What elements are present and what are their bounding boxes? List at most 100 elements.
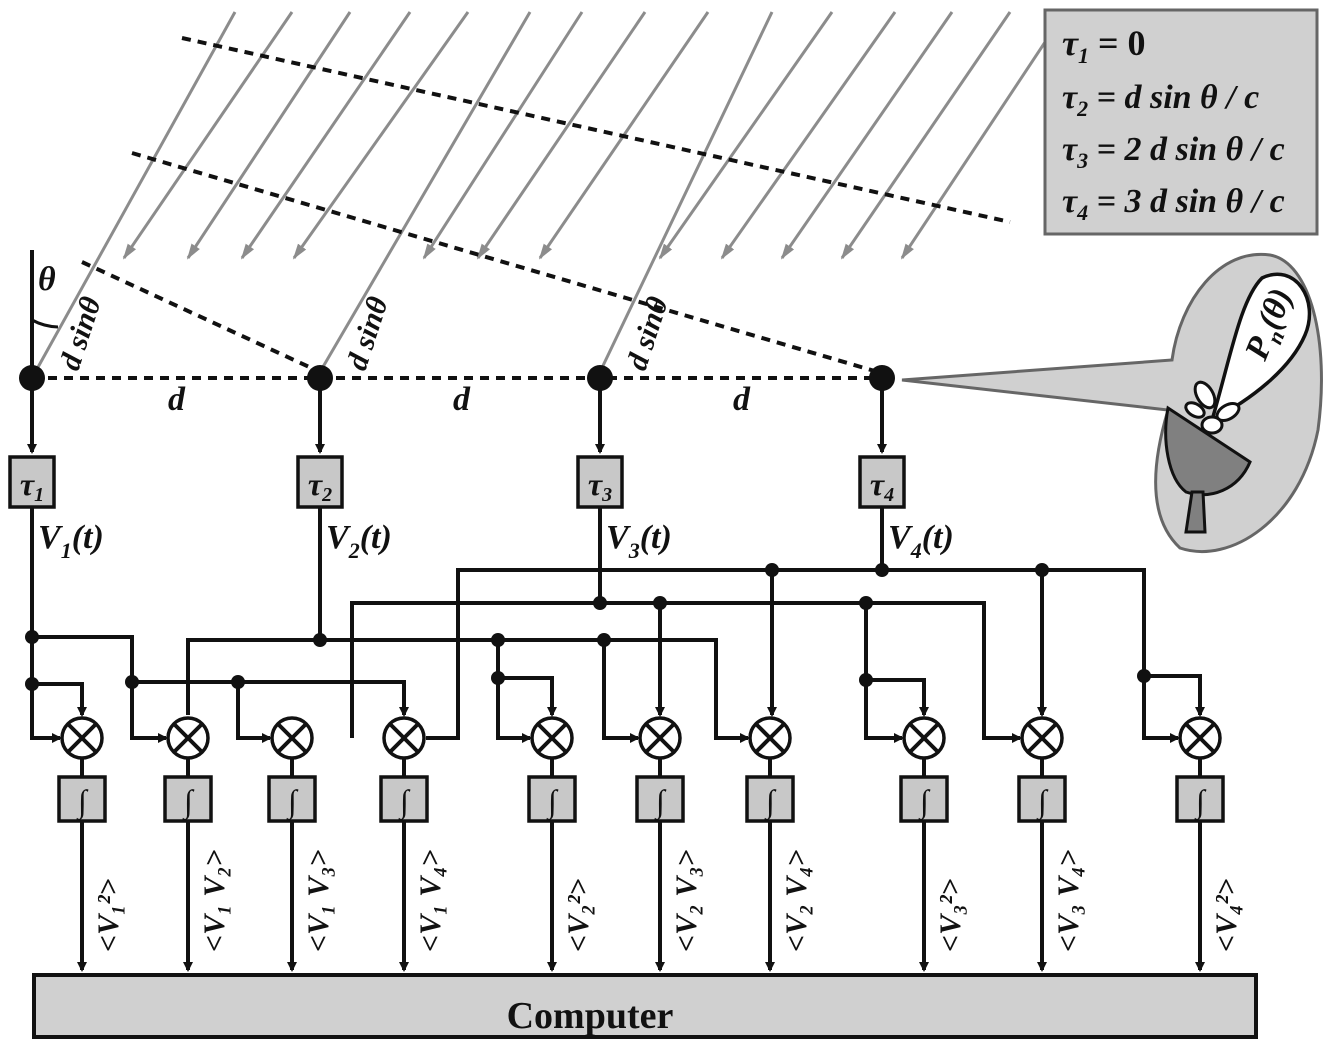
integrator-symbol-3: ∫	[286, 783, 299, 821]
v3-junction-a	[593, 596, 607, 610]
v2-junction-a	[313, 633, 327, 647]
delay-block-3	[576, 455, 624, 509]
integrator-9	[1017, 775, 1067, 823]
ray-7	[422, 11, 584, 260]
v1-junction-d	[231, 675, 245, 689]
v4-to-m10-top	[1144, 674, 1205, 717]
ray-6	[318, 11, 532, 373]
legend-line-4: τ4 = 3 d sin θ / c	[1062, 183, 1285, 225]
v1-bus	[32, 635, 409, 717]
v1-junction-c	[125, 675, 139, 689]
integrator-symbol-7: ∫	[764, 783, 777, 821]
integrator-symbol-1: ∫	[76, 783, 89, 821]
delay-label-4: τ4	[870, 466, 894, 506]
correlator-wiring	[25, 563, 1205, 743]
ray-1	[30, 11, 237, 379]
legend-line-1: τ1 = 0	[1062, 23, 1146, 68]
ray-5	[292, 11, 470, 260]
ray-3	[186, 11, 352, 260]
v2-junction-b	[491, 633, 505, 647]
integrator-symbol-2: ∫	[182, 783, 195, 821]
multiplier-9-cross-b	[1027, 723, 1057, 753]
delay-label-1: τ1	[20, 466, 44, 506]
v3-junction-d	[859, 673, 873, 687]
d-sin-theta-label-3: d sinθ	[620, 292, 675, 374]
v2-bus	[186, 638, 750, 743]
multiplier-1-cross-b	[67, 723, 97, 753]
multiplier-7-cross-b	[755, 723, 785, 753]
multiplier-4-cross-b	[389, 723, 419, 753]
correlator-units: ∫<V₁²>∫<V₁ V₂>∫<V₁ V₃>∫<V₁ V₄>∫<V₂²>∫<V₂…	[57, 716, 1243, 972]
v2-to-m6	[602, 640, 640, 743]
signal-label-3: V3(t)	[606, 519, 672, 563]
integrator-6	[635, 775, 685, 823]
ray-14	[840, 11, 1012, 260]
v4-junction-a	[765, 563, 779, 577]
ray-15	[900, 11, 1067, 260]
theta-angle: θ	[30, 250, 59, 378]
v1-junction-a	[25, 630, 39, 644]
multiplier-6-cross-b	[645, 723, 675, 753]
delay-legend: τ1 = 0 τ2 = d sin θ / c τ3 = 2 d sin θ /…	[1043, 8, 1319, 236]
signal-label-1: V1(t)	[38, 519, 104, 563]
v1-to-m1-top	[30, 637, 87, 717]
delay-label-2: τ2	[308, 466, 332, 506]
delay-label-3: τ3	[588, 466, 612, 506]
v2-junction-c	[491, 671, 505, 685]
v3-junction-b	[653, 596, 667, 610]
v4-junction-c	[1035, 563, 1049, 577]
output-label-7: <V₂ V₄>	[780, 849, 813, 952]
signal-label-4: V4(t)	[888, 519, 954, 563]
ray-13	[780, 11, 954, 260]
output-label-9: <V₃ V₄>	[1052, 849, 1085, 952]
delay-block-1	[8, 455, 56, 509]
output-label-2: <V₁ V₂>	[198, 849, 231, 952]
ray-8	[476, 11, 647, 260]
antenna-callout: Pn(θ)	[901, 252, 1323, 554]
beam-pattern-icon: Pn(θ)	[1184, 272, 1312, 435]
spacing-label-1: d	[168, 381, 186, 418]
integrator-symbol-10: ∫	[1194, 783, 1207, 821]
d-sin-theta-label-2: d sinθ	[340, 292, 395, 374]
theta-label: θ	[38, 261, 56, 298]
multiplier-10-cross-b	[1185, 723, 1215, 753]
incoming-rays	[30, 11, 1067, 379]
computer-block: Computer	[32, 973, 1258, 1039]
multiplier-3-cross-b	[277, 723, 307, 753]
ray-4	[240, 11, 412, 260]
v3-bus	[350, 601, 1022, 743]
output-label-3: <V₁ V₃>	[302, 849, 335, 952]
ray-11	[658, 11, 834, 260]
output-label-10: <V₄²>	[1210, 878, 1243, 952]
output-label-8: <V₃²>	[934, 878, 967, 952]
output-label-1: <V₁²>	[92, 878, 125, 952]
integrator-symbol-9: ∫	[1036, 783, 1049, 821]
multiplier-5-cross-b	[537, 723, 567, 753]
multiplier-2-cross-b	[173, 723, 203, 753]
signal-label-2: V2(t)	[326, 519, 392, 563]
v2-to-m5-left	[496, 640, 532, 743]
d-sin-theta-label-1: d sinθ	[53, 292, 108, 374]
spacing-label-2: d	[453, 381, 471, 418]
v1-to-m1-left	[30, 684, 62, 743]
path-difference-labels: d sinθ d sinθ d sinθ	[53, 292, 675, 374]
ray-10	[598, 11, 774, 373]
integrator-1	[57, 775, 107, 823]
integrator-3	[267, 775, 317, 823]
v3-to-m8-left	[864, 603, 904, 743]
wavefronts	[32, 36, 1011, 380]
integrator-symbol-5: ∫	[546, 783, 559, 821]
spacing-label-3: d	[733, 381, 751, 418]
v3-to-m8-top	[866, 678, 929, 717]
v2-to-m5-top	[498, 676, 557, 717]
legend-line-2: τ2 = d sin θ / c	[1062, 79, 1259, 121]
ray-12	[720, 11, 897, 260]
v2-junction-d	[597, 633, 611, 647]
integrator-symbol-4: ∫	[398, 783, 411, 821]
ray-2	[122, 11, 294, 260]
computer-label: Computer	[507, 995, 674, 1037]
multiplier-8-cross-b	[909, 723, 939, 753]
